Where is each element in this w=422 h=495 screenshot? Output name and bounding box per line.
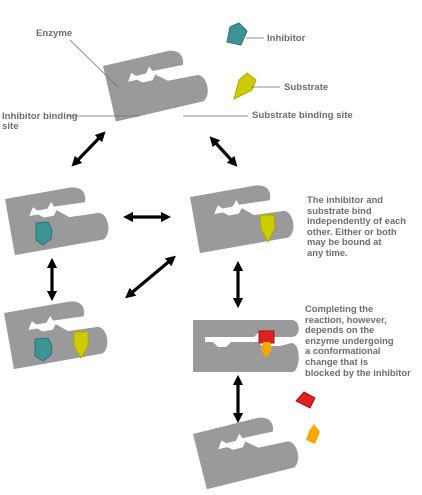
product-red-released — [295, 391, 316, 409]
note-independent-binding: The inhibitor and substrate bind indepen… — [307, 194, 406, 258]
substrate-shape — [259, 214, 276, 244]
product-red-bound — [258, 330, 275, 344]
inhibitor-site-label-line2: site — [2, 121, 19, 132]
inhibitor-shape-2 — [34, 337, 53, 362]
enzyme-inhibitor-bound — [5, 182, 111, 256]
product-orange-released — [306, 424, 320, 444]
enzyme-release — [193, 391, 320, 490]
note-conformational-change: Completing the reaction, however, depend… — [305, 303, 411, 378]
enzyme-label: Enzyme — [36, 28, 73, 39]
enzyme-substrate-bound — [190, 180, 296, 254]
enzyme-closed — [193, 320, 299, 372]
inhibitor-shape — [35, 221, 53, 246]
enzyme-both-bound — [4, 296, 110, 370]
substrate-site-label: Substrate binding site — [252, 110, 353, 121]
substrate-shape-2 — [73, 331, 89, 359]
substrate-label: Substrate — [284, 82, 329, 93]
substrate-legend-shape — [233, 72, 257, 100]
arrow-top-to-left — [71, 131, 106, 167]
inhibitor-legend-shape — [226, 22, 248, 46]
enzyme-pointer — [69, 39, 119, 88]
inhibitor-site-label-line1: Inhibitor binding — [2, 111, 78, 122]
product-orange-bound — [261, 342, 272, 358]
enzyme-top — [103, 44, 211, 122]
inhibitor-label: Inhibitor — [267, 33, 306, 44]
arrow-right-to-both — [125, 255, 176, 299]
arrow-top-to-right — [209, 136, 238, 167]
